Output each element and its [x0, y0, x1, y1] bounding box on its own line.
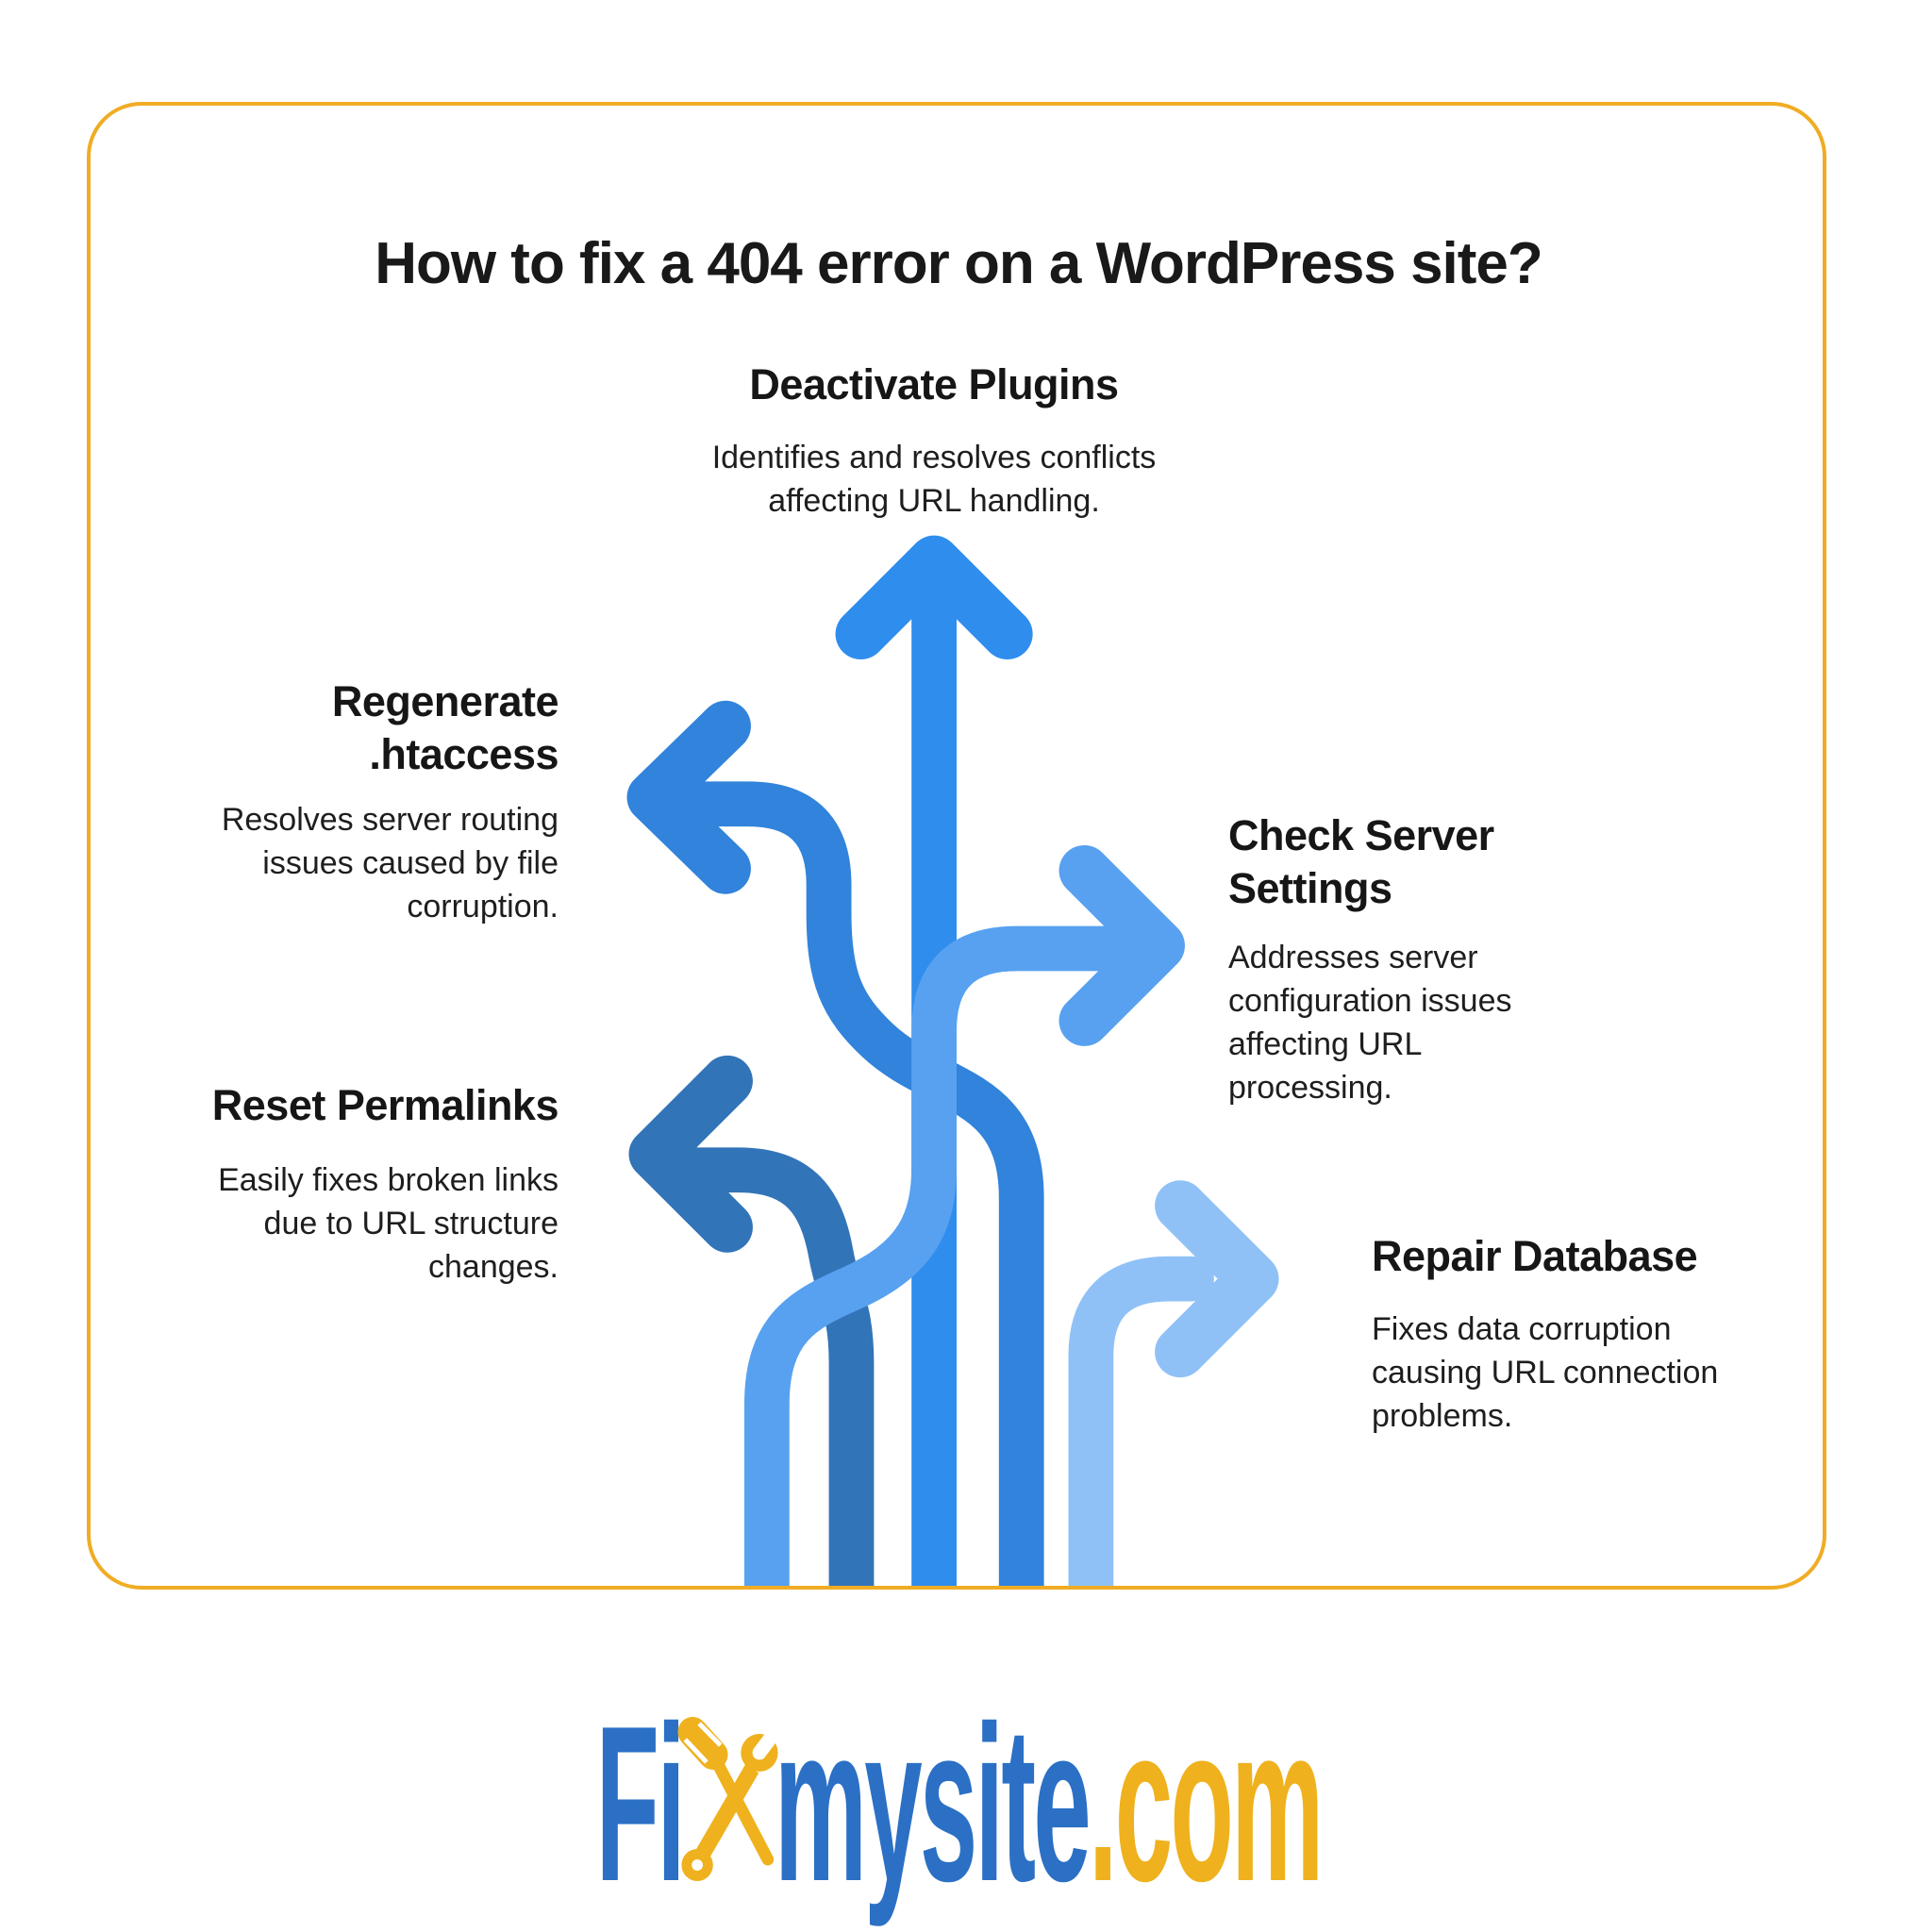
right-arrow-check-server-settings: [743, 845, 1185, 1586]
step-check-server-settings-title: Check Server Settings: [1228, 809, 1681, 915]
step-title-line: .htaccess: [369, 730, 558, 778]
description-line: Easily fixes broken links: [218, 1162, 558, 1198]
step-title-line: Deactivate Plugins: [749, 360, 1119, 408]
description-line: due to URL structure: [263, 1206, 558, 1241]
fixmysite-logo-lockup: Fi mysite .com: [595, 1679, 1325, 1927]
step-title-line: Settings: [1228, 864, 1392, 912]
logo-text-com: .com: [1088, 1679, 1324, 1927]
description-line: issues caused by file: [262, 845, 558, 881]
description-line: configuration issues: [1228, 983, 1512, 1019]
screwdriver-icon: [677, 1717, 775, 1866]
step-deactivate-plugins-description: Identifies and resolves conflicts affect…: [509, 436, 1359, 523]
description-line: causing URL connection: [1372, 1355, 1719, 1391]
step-repair-database-description: Fixes data corruption causing URL connec…: [1372, 1307, 1825, 1438]
step-reset-permalinks: Reset Permalinks Easily fixes broken lin…: [87, 1079, 559, 1289]
wrench-icon: [681, 1721, 780, 1881]
step-title-line: Regenerate: [331, 677, 559, 725]
description-line: affecting URL handling.: [768, 483, 1100, 519]
left-arrow-regenerate-htaccess: [626, 700, 1044, 1586]
description-line: corruption.: [407, 889, 558, 924]
content-card: [87, 102, 1826, 1590]
step-reset-permalinks-title: Reset Permalinks: [87, 1079, 559, 1132]
description-line: affecting URL: [1228, 1026, 1423, 1062]
step-title-line: Repair Database: [1372, 1232, 1698, 1280]
crossed-wrench-screwdriver-icon: [677, 1717, 780, 1881]
left-arrow-reset-permalinks: [628, 1055, 875, 1586]
step-title-line: Check Server: [1228, 811, 1494, 859]
step-regenerate-htaccess-title: Regenerate .htaccess: [87, 675, 559, 781]
step-repair-database-title: Repair Database: [1372, 1230, 1825, 1283]
page-title: How to fix a 404 error on a WordPress si…: [375, 231, 1543, 296]
step-regenerate-htaccess: Regenerate .htaccess Resolves server rou…: [87, 675, 559, 928]
description-line: Resolves server routing: [221, 802, 558, 838]
description-line: problems.: [1372, 1398, 1513, 1434]
branching-arrows-graphic: [626, 535, 1279, 1586]
step-reset-permalinks-description: Easily fixes broken links due to URL str…: [87, 1158, 558, 1289]
right-arrow-repair-database: [1068, 1180, 1279, 1586]
description-line: Identifies and resolves conflicts: [711, 440, 1157, 475]
step-check-server-settings-description: Addresses server configuration issues af…: [1228, 936, 1681, 1109]
step-deactivate-plugins: Deactivate Plugins Identifies and resolv…: [509, 358, 1359, 523]
description-line: Addresses server: [1228, 940, 1478, 975]
logo-text-fi: Fi: [595, 1679, 686, 1927]
description-line: processing.: [1228, 1070, 1392, 1106]
step-check-server-settings: Check Server Settings Addresses server c…: [1228, 809, 1681, 1109]
step-repair-database: Repair Database Fixes data corruption ca…: [1372, 1230, 1825, 1438]
step-deactivate-plugins-title: Deactivate Plugins: [509, 358, 1359, 411]
step-title-line: Reset Permalinks: [211, 1081, 559, 1129]
step-regenerate-htaccess-description: Resolves server routing issues caused by…: [87, 798, 558, 928]
description-line: changes.: [428, 1249, 558, 1285]
fixmysite-logo: Fi mysite .com: [0, 1692, 1917, 1914]
description-line: Fixes data corruption: [1372, 1311, 1672, 1347]
logo-text-mysite: mysite: [774, 1679, 1092, 1927]
